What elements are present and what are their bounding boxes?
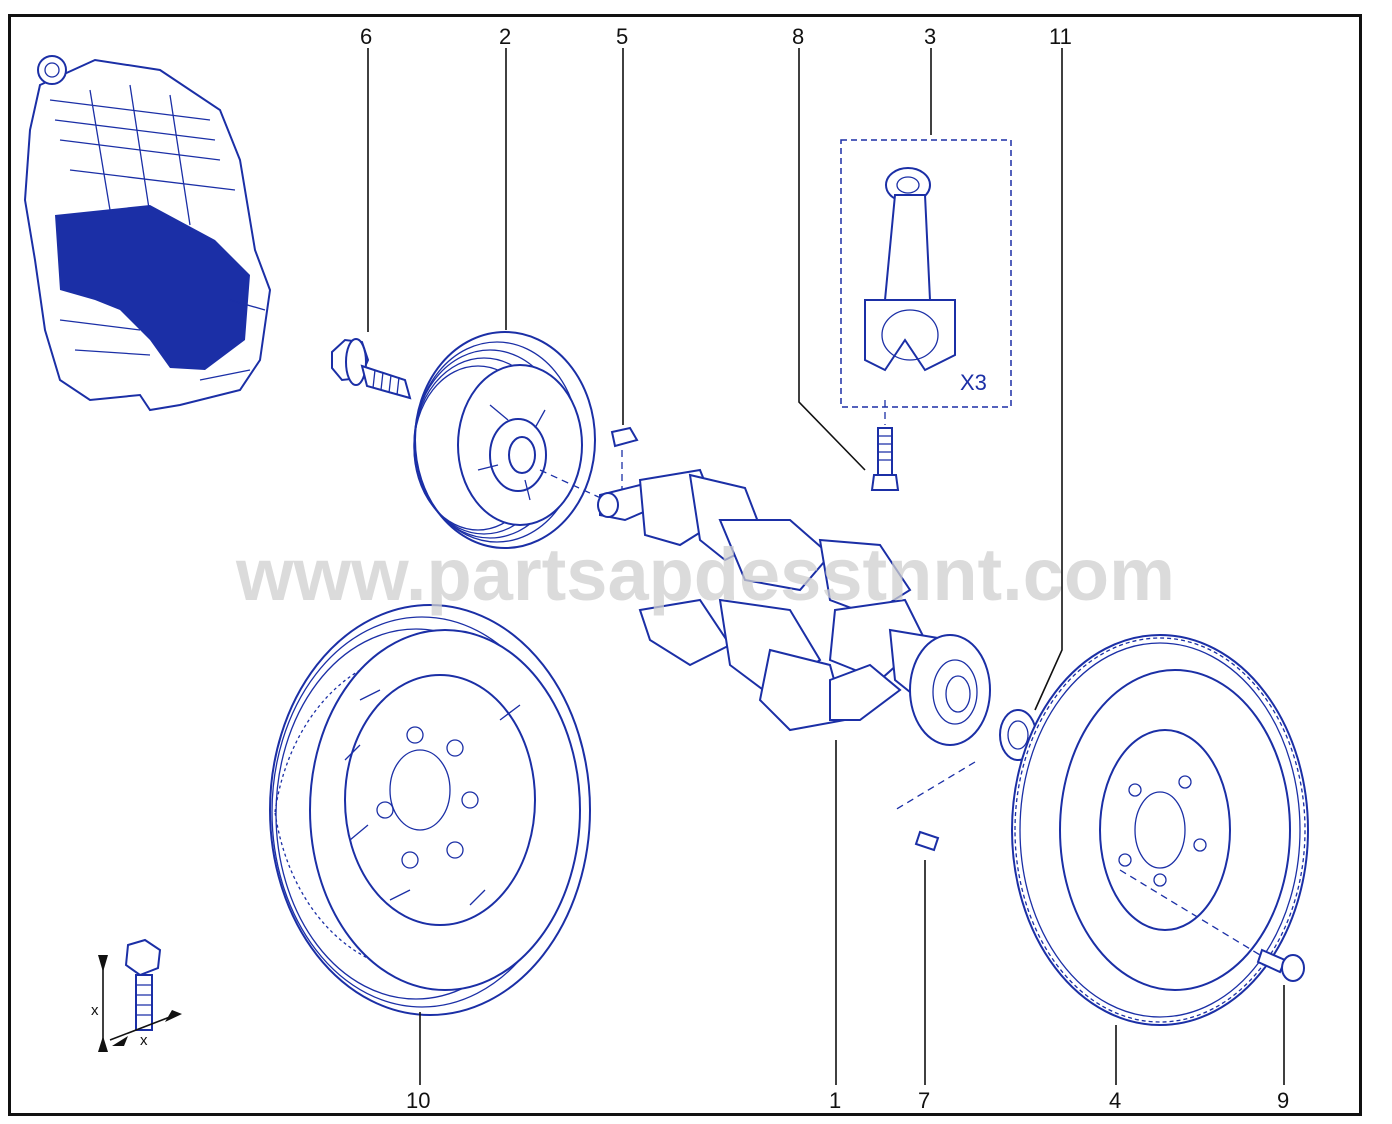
watermark: www.partsapdesstnnt.com	[235, 533, 1175, 616]
dimension-label-horizontal: x	[140, 1032, 148, 1049]
flywheel-ring-gear	[1011, 634, 1309, 1026]
pulley-bolt	[331, 338, 412, 400]
quantity-label: X3	[960, 370, 987, 395]
callout-1: 1	[829, 1088, 841, 1113]
dowel-pin	[894, 761, 976, 852]
callout-7: 7	[918, 1088, 930, 1113]
connecting-rod-bolt	[870, 427, 900, 491]
callout-6: 6	[360, 24, 372, 49]
callout-9: 9	[1277, 1088, 1289, 1113]
callout-5: 5	[616, 24, 628, 49]
crankshaft-pulley	[413, 331, 596, 549]
engine-overview-illustration	[23, 55, 272, 412]
diagram-frame	[8, 14, 1362, 1116]
callout-4: 4	[1109, 1088, 1121, 1113]
flywheel-bolt	[1256, 948, 1305, 982]
callout-10: 10	[406, 1088, 430, 1113]
connecting-rod-group-box	[840, 139, 1012, 408]
crankshaft	[597, 468, 991, 746]
connecting-rod	[864, 167, 956, 372]
dual-mass-flywheel	[269, 604, 591, 1016]
callout-2: 2	[499, 24, 511, 49]
leader-lines	[367, 48, 1285, 1085]
callout-11: 11	[1049, 24, 1072, 49]
callout-3: 3	[924, 24, 936, 49]
dimension-label-vertical: x	[91, 1002, 99, 1019]
woodruff-key	[610, 426, 639, 490]
bolt-dimension-inset	[98, 938, 182, 1052]
callout-8: 8	[792, 24, 804, 49]
